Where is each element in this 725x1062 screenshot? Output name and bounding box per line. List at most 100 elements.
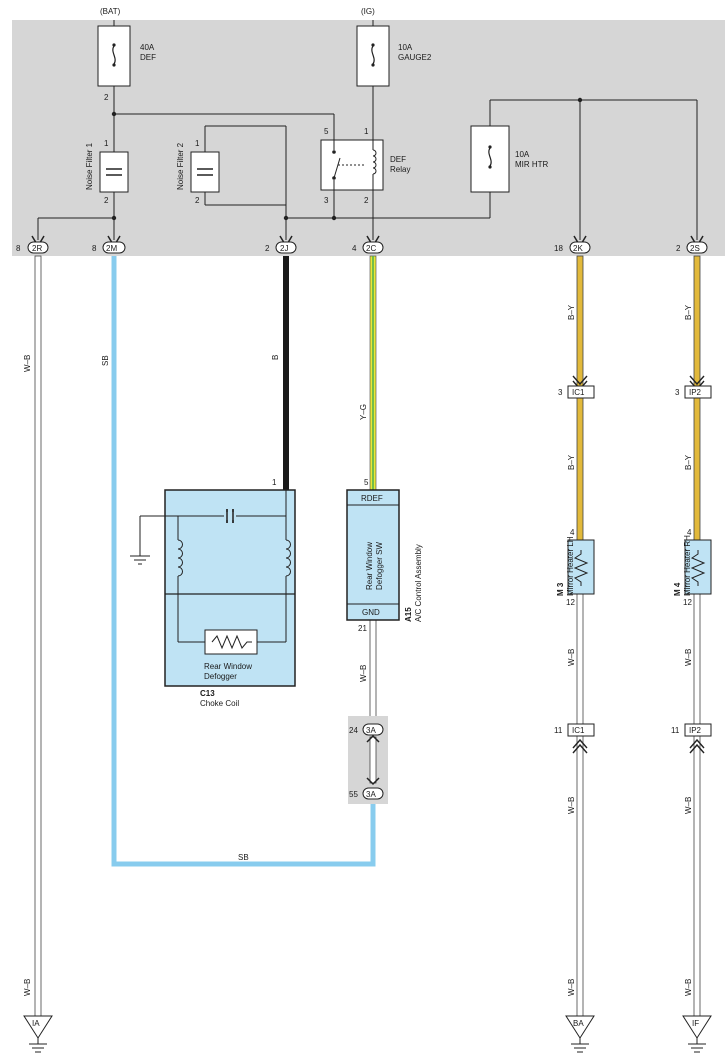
jb-connector-2j: 2J 2 <box>265 235 297 254</box>
jb-internal-wiring <box>37 86 698 240</box>
noise-filter-1: 1 2 Noise Filter 1 <box>85 139 129 205</box>
svg-text:18: 18 <box>554 244 563 253</box>
mirror-rh-code: M 4 <box>673 582 682 596</box>
resistor-icon <box>690 550 706 586</box>
ac-control-code: A15 <box>404 607 413 622</box>
svg-text:55: 55 <box>349 790 358 799</box>
noise-filter-2-pin-bottom: 2 <box>195 196 200 205</box>
mirror-heater-rh: 4 12 M 4 Mirror Heater RH <box>673 528 712 607</box>
wire-label-m4-mid: W–B <box>684 649 693 666</box>
connector-ic1-bottom: IC1 11 <box>554 723 595 754</box>
wire-label-2k-mid: B–Y <box>567 454 576 470</box>
fuse-gauge2-rating: 10A <box>398 43 413 52</box>
wire-label-if-bot: W–B <box>684 979 693 996</box>
ground-icon <box>29 1043 47 1053</box>
svg-text:1: 1 <box>272 478 277 487</box>
wire-label-ba-bot: W–B <box>567 979 576 996</box>
wire-2c-yg <box>369 255 377 491</box>
svg-text:2K: 2K <box>573 244 583 253</box>
ground-icon <box>688 1043 706 1053</box>
resistor-icon <box>573 550 589 586</box>
choke-coil-c13: 1 <box>130 478 296 708</box>
svg-text:RDEF: RDEF <box>361 494 383 503</box>
noise-filter-1-label: Noise Filter 1 <box>85 142 94 190</box>
svg-text:IA: IA <box>32 1019 40 1028</box>
svg-text:3: 3 <box>675 388 680 397</box>
svg-text:11: 11 <box>671 726 680 735</box>
svg-text:5: 5 <box>364 478 369 487</box>
svg-text:Rear Window: Rear Window <box>365 542 374 590</box>
svg-text:11: 11 <box>554 726 563 735</box>
svg-text:GND: GND <box>362 608 380 617</box>
defogger-label-2: Defogger <box>204 672 237 681</box>
svg-text:4: 4 <box>570 528 575 537</box>
fuse-def-name: DEF <box>140 53 156 62</box>
svg-text:21: 21 <box>358 624 367 633</box>
connector-ip2-bottom: IP2 11 <box>671 723 712 754</box>
ac-control-name: A/C Control Assembly <box>414 544 423 622</box>
svg-text:Defogger SW: Defogger SW <box>375 542 384 590</box>
svg-text:4: 4 <box>352 244 357 253</box>
relay-coil-icon <box>372 149 377 175</box>
relay-pin2: 2 <box>364 196 369 205</box>
fuse-gauge2: 10A GAUGE2 <box>356 20 432 87</box>
bat-source-label: (BAT) <box>100 7 121 16</box>
noise-filter-1-pin-top: 1 <box>104 139 109 148</box>
fuse-mir-htr: 10A MIR HTR <box>470 125 549 193</box>
mirror-rh-name: Mirror Heater RH <box>683 535 692 596</box>
ground-icon <box>130 555 150 565</box>
svg-text:2: 2 <box>676 244 681 253</box>
fuse-symbol-icon <box>112 45 116 65</box>
fuse-gauge2-name: GAUGE2 <box>398 53 432 62</box>
ac-control-a15: 5 RDEF Rear Window Defogger SW GND 21 A1… <box>346 478 423 633</box>
jb-connector-2m: 2M 8 <box>92 235 126 254</box>
noise-filter-2: 1 2 Noise Filter 2 <box>176 139 220 205</box>
noise-filter-2-label: Noise Filter 2 <box>176 142 185 190</box>
wire-label-2s-top: B–Y <box>684 304 693 320</box>
noise-filter-1-pin-bottom: 2 <box>104 196 109 205</box>
mirror-lh-code: M 3 <box>556 582 565 596</box>
coil-icon <box>177 539 183 577</box>
wire-2r-wb <box>34 255 42 1017</box>
svg-text:IC1: IC1 <box>572 726 585 735</box>
svg-text:BA: BA <box>573 1019 584 1028</box>
wire-label-2r: W–B <box>23 355 32 372</box>
connector-ic1-top: IC1 3 <box>558 375 595 399</box>
defogger-label-1: Rear Window <box>204 662 252 671</box>
svg-text:2M: 2M <box>106 244 117 253</box>
svg-text:8: 8 <box>16 244 21 253</box>
resistor-icon <box>211 634 252 650</box>
wire-label-2r-bot: W–B <box>23 979 32 996</box>
wire-2k-by <box>576 255 584 1017</box>
jb-connector-2c: 2C 4 <box>352 235 384 254</box>
mirror-lh-name: Mirror Heater LH <box>566 536 575 596</box>
relay-pin3: 3 <box>324 196 329 205</box>
svg-text:3: 3 <box>558 388 563 397</box>
connector-ip2-top: IP2 3 <box>675 375 712 399</box>
wire-2s-by <box>693 255 701 1017</box>
svg-text:2: 2 <box>265 244 270 253</box>
svg-text:4: 4 <box>687 528 692 537</box>
noise-filter-2-pin-top: 1 <box>195 139 200 148</box>
svg-text:2J: 2J <box>280 244 288 253</box>
svg-text:IF: IF <box>692 1019 699 1028</box>
svg-text:2C: 2C <box>366 244 376 253</box>
wire-label-2m: SB <box>101 355 110 366</box>
wire-label-a15: W–B <box>359 665 368 682</box>
svg-text:12: 12 <box>683 598 692 607</box>
wire-2m-sb <box>111 256 376 867</box>
coil-icon <box>285 539 291 577</box>
wire-label-m3-bot: W–B <box>567 797 576 814</box>
svg-text:IP2: IP2 <box>689 726 702 735</box>
fuse-mir-htr-name: MIR HTR <box>515 160 549 169</box>
svg-text:IP2: IP2 <box>689 388 702 397</box>
svg-text:2S: 2S <box>690 244 700 253</box>
fuse-symbol-icon <box>488 147 492 167</box>
relay-pin5: 5 <box>324 127 329 136</box>
fuse-def-pin: 2 <box>104 93 109 102</box>
ground-ba: BA <box>565 1015 595 1053</box>
wire-label-2j: B <box>271 355 280 360</box>
svg-text:12: 12 <box>566 598 575 607</box>
svg-text:3A: 3A <box>366 790 376 799</box>
